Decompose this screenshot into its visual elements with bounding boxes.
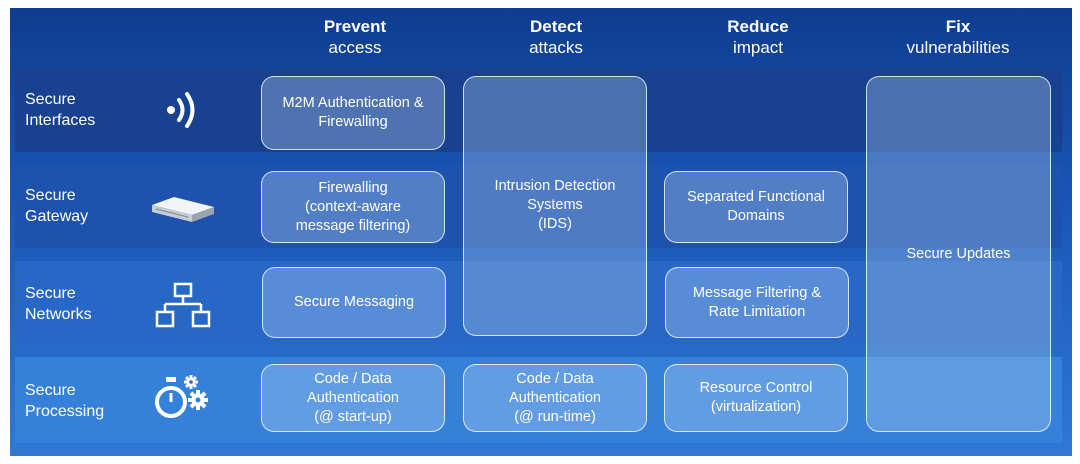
cell-text: Secure Updates (907, 245, 1011, 264)
column-header-prevent: Prevent access (255, 16, 455, 58)
column-title: Fix (945, 17, 971, 36)
row-label-interfaces: Secure Interfaces (25, 89, 135, 131)
column-header-fix: Fix vulnerabilities (858, 16, 1058, 58)
row-label-processing: Secure Processing (25, 380, 135, 422)
row-label-line: Secure (25, 91, 76, 108)
gateway-device-icon (152, 197, 214, 222)
cell-firewalling: Firewalling (context-aware message filte… (261, 171, 445, 243)
slide: Prevent access Detect attacks Reduce imp… (10, 8, 1072, 456)
row-band-interfaces (15, 68, 1062, 152)
row-label-networks: Secure Networks (25, 283, 135, 325)
cell-line: (IDS) (538, 216, 572, 232)
column-header-reduce: Reduce impact (658, 16, 858, 58)
cell-line: (virtualization) (710, 399, 802, 415)
row-label-line: Secure (25, 382, 76, 399)
column-title: Reduce (727, 17, 789, 36)
cell-line: Separated Functional (687, 189, 825, 205)
row-label-line: Processing (25, 403, 105, 420)
cell-line: Resource Control (699, 380, 813, 396)
cell-text: M2M Authentication & Firewalling (282, 94, 423, 132)
cell-text: Code / Data Authentication (@ run-time) (509, 370, 601, 427)
cell-line: Secure Messaging (293, 294, 415, 310)
cell-line: (context-aware (305, 198, 401, 215)
cell-text: Intrusion Detection Systems (IDS) (495, 177, 616, 234)
cell-resource-control: Resource Control (virtualization) (664, 364, 848, 432)
cell-secure-updates: Secure Updates (866, 76, 1051, 432)
cell-text: Resource Control (virtualization) (700, 379, 813, 417)
row-label-line: Secure (25, 187, 76, 204)
column-title: Detect (530, 17, 582, 36)
column-header-detect: Detect attacks (456, 16, 656, 58)
cell-line: Message Filtering & (692, 284, 822, 301)
cell-secure-messaging: Secure Messaging (262, 267, 446, 338)
cell-text: Firewalling (context-aware message filte… (296, 179, 410, 236)
column-subtitle: impact (732, 38, 784, 57)
row-label-line: Networks (25, 306, 92, 323)
wireless-signal-icon (167, 92, 195, 128)
column-subtitle: attacks (529, 38, 583, 57)
cell-line: Systems (527, 197, 583, 213)
cell-intrusion-detection: Intrusion Detection Systems (IDS) (463, 76, 647, 336)
cell-line: Rate Limitation (708, 303, 806, 320)
cell-line: Firewalling (318, 179, 388, 196)
cell-line: Authentication (509, 389, 601, 406)
cell-text: Secure Messaging (294, 293, 414, 312)
cell-line: Code / Data (314, 370, 392, 387)
cell-line: Intrusion Detection (494, 178, 616, 194)
cell-m2m-authentication: M2M Authentication & Firewalling (261, 76, 445, 150)
cell-line: Firewalling (318, 114, 388, 130)
column-subtitle: vulnerabilities (906, 38, 1010, 57)
cell-line: Domains (727, 208, 785, 224)
row-label-line: Interfaces (25, 112, 96, 129)
cell-line: M2M Authentication & (282, 95, 424, 111)
cell-line: (@ start-up) (314, 408, 392, 425)
row-label-line: Secure (25, 285, 76, 302)
column-title: Prevent (323, 17, 387, 36)
stopwatch-gears-icon (155, 375, 208, 418)
row-label-line: Gateway (25, 208, 89, 225)
column-subtitle: access (328, 38, 382, 57)
cell-separated-domains: Separated Functional Domains (664, 171, 848, 243)
cell-code-auth-startup: Code / Data Authentication (@ start-up) (261, 364, 445, 432)
row-label-gateway: Secure Gateway (25, 185, 135, 227)
cell-text: Separated Functional Domains (687, 188, 825, 226)
cell-line: (@ run-time) (514, 408, 596, 425)
cell-line: Secure Updates (906, 245, 1011, 262)
cell-line: Code / Data (516, 370, 594, 387)
cell-line: message filtering) (295, 217, 411, 234)
cell-text: Message Filtering & Rate Limitation (693, 284, 821, 322)
network-topology-icon (155, 282, 211, 328)
cell-line: Authentication (307, 389, 399, 406)
cell-message-filtering: Message Filtering & Rate Limitation (665, 267, 849, 338)
cell-text: Code / Data Authentication (@ start-up) (307, 370, 399, 427)
cell-code-auth-runtime: Code / Data Authentication (@ run-time) (463, 364, 647, 432)
